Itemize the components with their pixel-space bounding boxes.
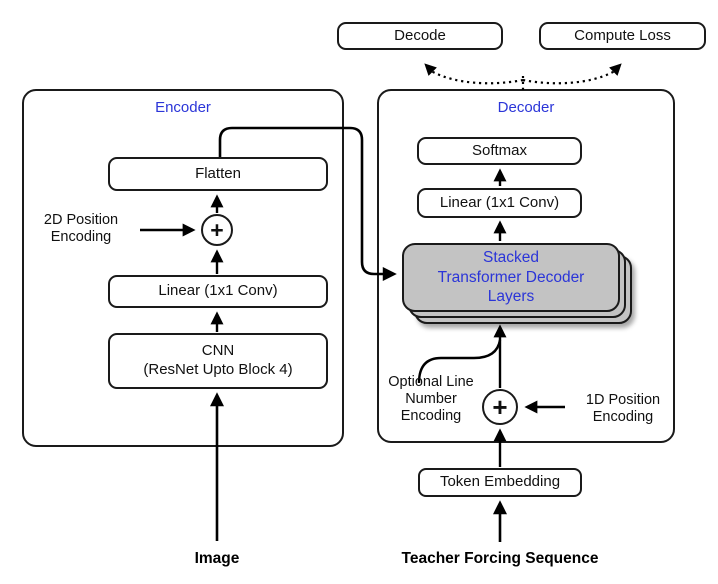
decoder-add-operator: + — [482, 389, 518, 425]
encoder-container — [22, 89, 344, 447]
cnn-label-line1: CNN — [201, 342, 235, 360]
compute-loss-label: Compute Loss — [574, 26, 671, 44]
dotted-arrow-to-compute-loss — [522, 63, 622, 85]
optional-line-number-encoding-label: Optional Line Number Encoding — [388, 374, 474, 424]
stacked-transformer-layers-box: Stacked Transformer Decoder Layers — [402, 243, 620, 312]
flatten-label: Flatten — [195, 164, 241, 182]
encoder-title: Encoder — [155, 99, 211, 116]
plus-icon: + — [492, 391, 508, 422]
decode-box: Decode — [337, 22, 503, 50]
flatten-box: Flatten — [108, 157, 328, 191]
cnn-label-line2: (ResNet Upto Block 4) — [143, 361, 293, 378]
encoder-add-operator: + — [201, 214, 233, 246]
dotted-arrow-to-decode — [424, 63, 524, 85]
cnn-box: CNN (ResNet Upto Block 4) — [108, 333, 328, 389]
decoder-linear-label: Linear (1x1 Conv) — [439, 193, 560, 211]
softmax-label: Softmax — [471, 141, 528, 159]
stacked-label-line3: Layers — [487, 288, 535, 306]
1d-position-encoding-label: 1D Position Encoding — [585, 392, 661, 425]
encoder-linear-label: Linear (1x1 Conv) — [158, 282, 278, 300]
image-input-label: Image — [194, 550, 240, 567]
2d-position-encoding-label: 2D Position Encoding — [43, 212, 119, 245]
token-embedding-box: Token Embedding — [418, 468, 582, 497]
plus-icon: + — [210, 216, 224, 243]
decoder-title: Decoder — [497, 99, 555, 116]
stacked-label-line1: Stacked — [482, 248, 539, 266]
teacher-forcing-sequence-label: Teacher Forcing Sequence — [401, 550, 599, 567]
decode-label: Decode — [394, 26, 446, 44]
stacked-label-line2: Transformer Decoder — [437, 268, 585, 286]
softmax-box: Softmax — [417, 137, 582, 165]
compute-loss-box: Compute Loss — [539, 22, 706, 50]
decoder-linear-conv-box: Linear (1x1 Conv) — [417, 188, 582, 218]
token-embedding-label: Token Embedding — [439, 473, 561, 491]
encoder-linear-conv-box: Linear (1x1 Conv) — [108, 275, 328, 308]
